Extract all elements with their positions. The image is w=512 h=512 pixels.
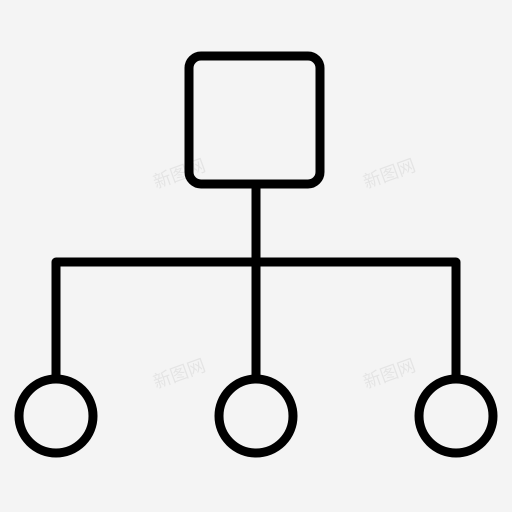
child-node-left-circle	[14, 374, 98, 458]
parent-node-square	[184, 51, 325, 189]
branch-connector-line	[51, 257, 461, 380]
child-node-right-circle	[414, 374, 498, 458]
child-node-center-circle	[214, 374, 298, 458]
